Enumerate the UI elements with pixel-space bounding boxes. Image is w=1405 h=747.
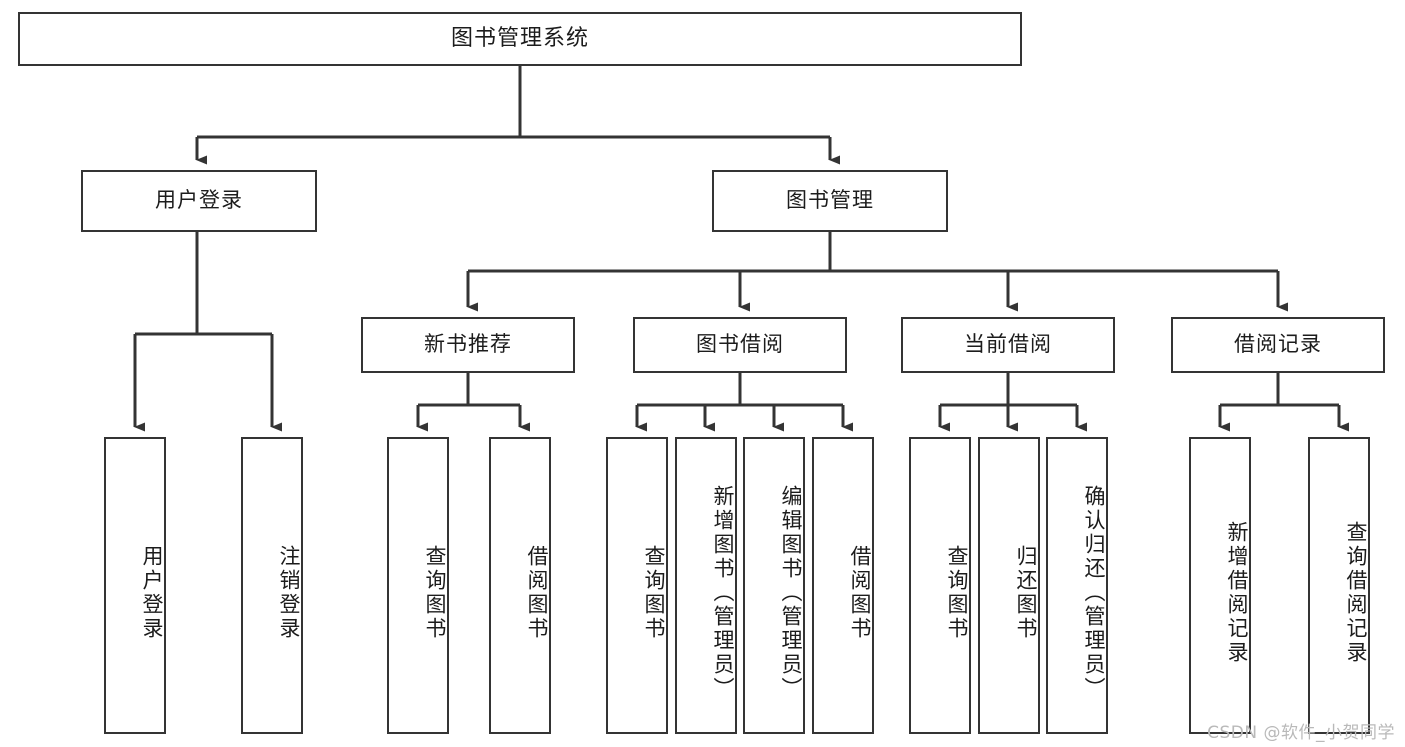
leaf-new-book-borrow-book[interactable]: 借阅图书 — [489, 437, 551, 734]
leaf-current-borrow-query-book[interactable]: 查询图书 — [909, 437, 971, 734]
leaf-book-borrow-query-book[interactable]: 查询图书 — [606, 437, 668, 734]
node-book-borrow[interactable]: 图书借阅 — [633, 317, 847, 373]
node-borrow-record[interactable]: 借阅记录 — [1171, 317, 1385, 373]
node-book-management[interactable]: 图书管理 — [712, 170, 948, 232]
node-current-borrow[interactable]: 当前借阅 — [901, 317, 1115, 373]
leaf-book-borrow-borrow-book[interactable]: 借阅图书 — [812, 437, 874, 734]
leaf-book-borrow-edit-book-admin[interactable]: 编辑图书（管理员） — [743, 437, 805, 734]
leaf-current-borrow-return-book[interactable]: 归还图书 — [978, 437, 1040, 734]
leaf-borrow-record-add-record[interactable]: 新增借阅记录 — [1189, 437, 1251, 734]
node-user-login[interactable]: 用户登录 — [81, 170, 317, 232]
leaf-book-borrow-add-book-admin[interactable]: 新增图书（管理员） — [675, 437, 737, 734]
csdn-watermark: CSDN @软件_小贺同学 — [1207, 723, 1395, 743]
leaf-user-login-login[interactable]: 用户登录 — [104, 437, 166, 734]
node-new-book-recommend[interactable]: 新书推荐 — [361, 317, 575, 373]
leaf-new-book-query-book[interactable]: 查询图书 — [387, 437, 449, 734]
leaf-user-login-logout[interactable]: 注销登录 — [241, 437, 303, 734]
node-root-book-management-system[interactable]: 图书管理系统 — [18, 12, 1022, 66]
leaf-current-borrow-confirm-return-admin[interactable]: 确认归还（管理员） — [1046, 437, 1108, 734]
leaf-borrow-record-query-record[interactable]: 查询借阅记录 — [1308, 437, 1370, 734]
